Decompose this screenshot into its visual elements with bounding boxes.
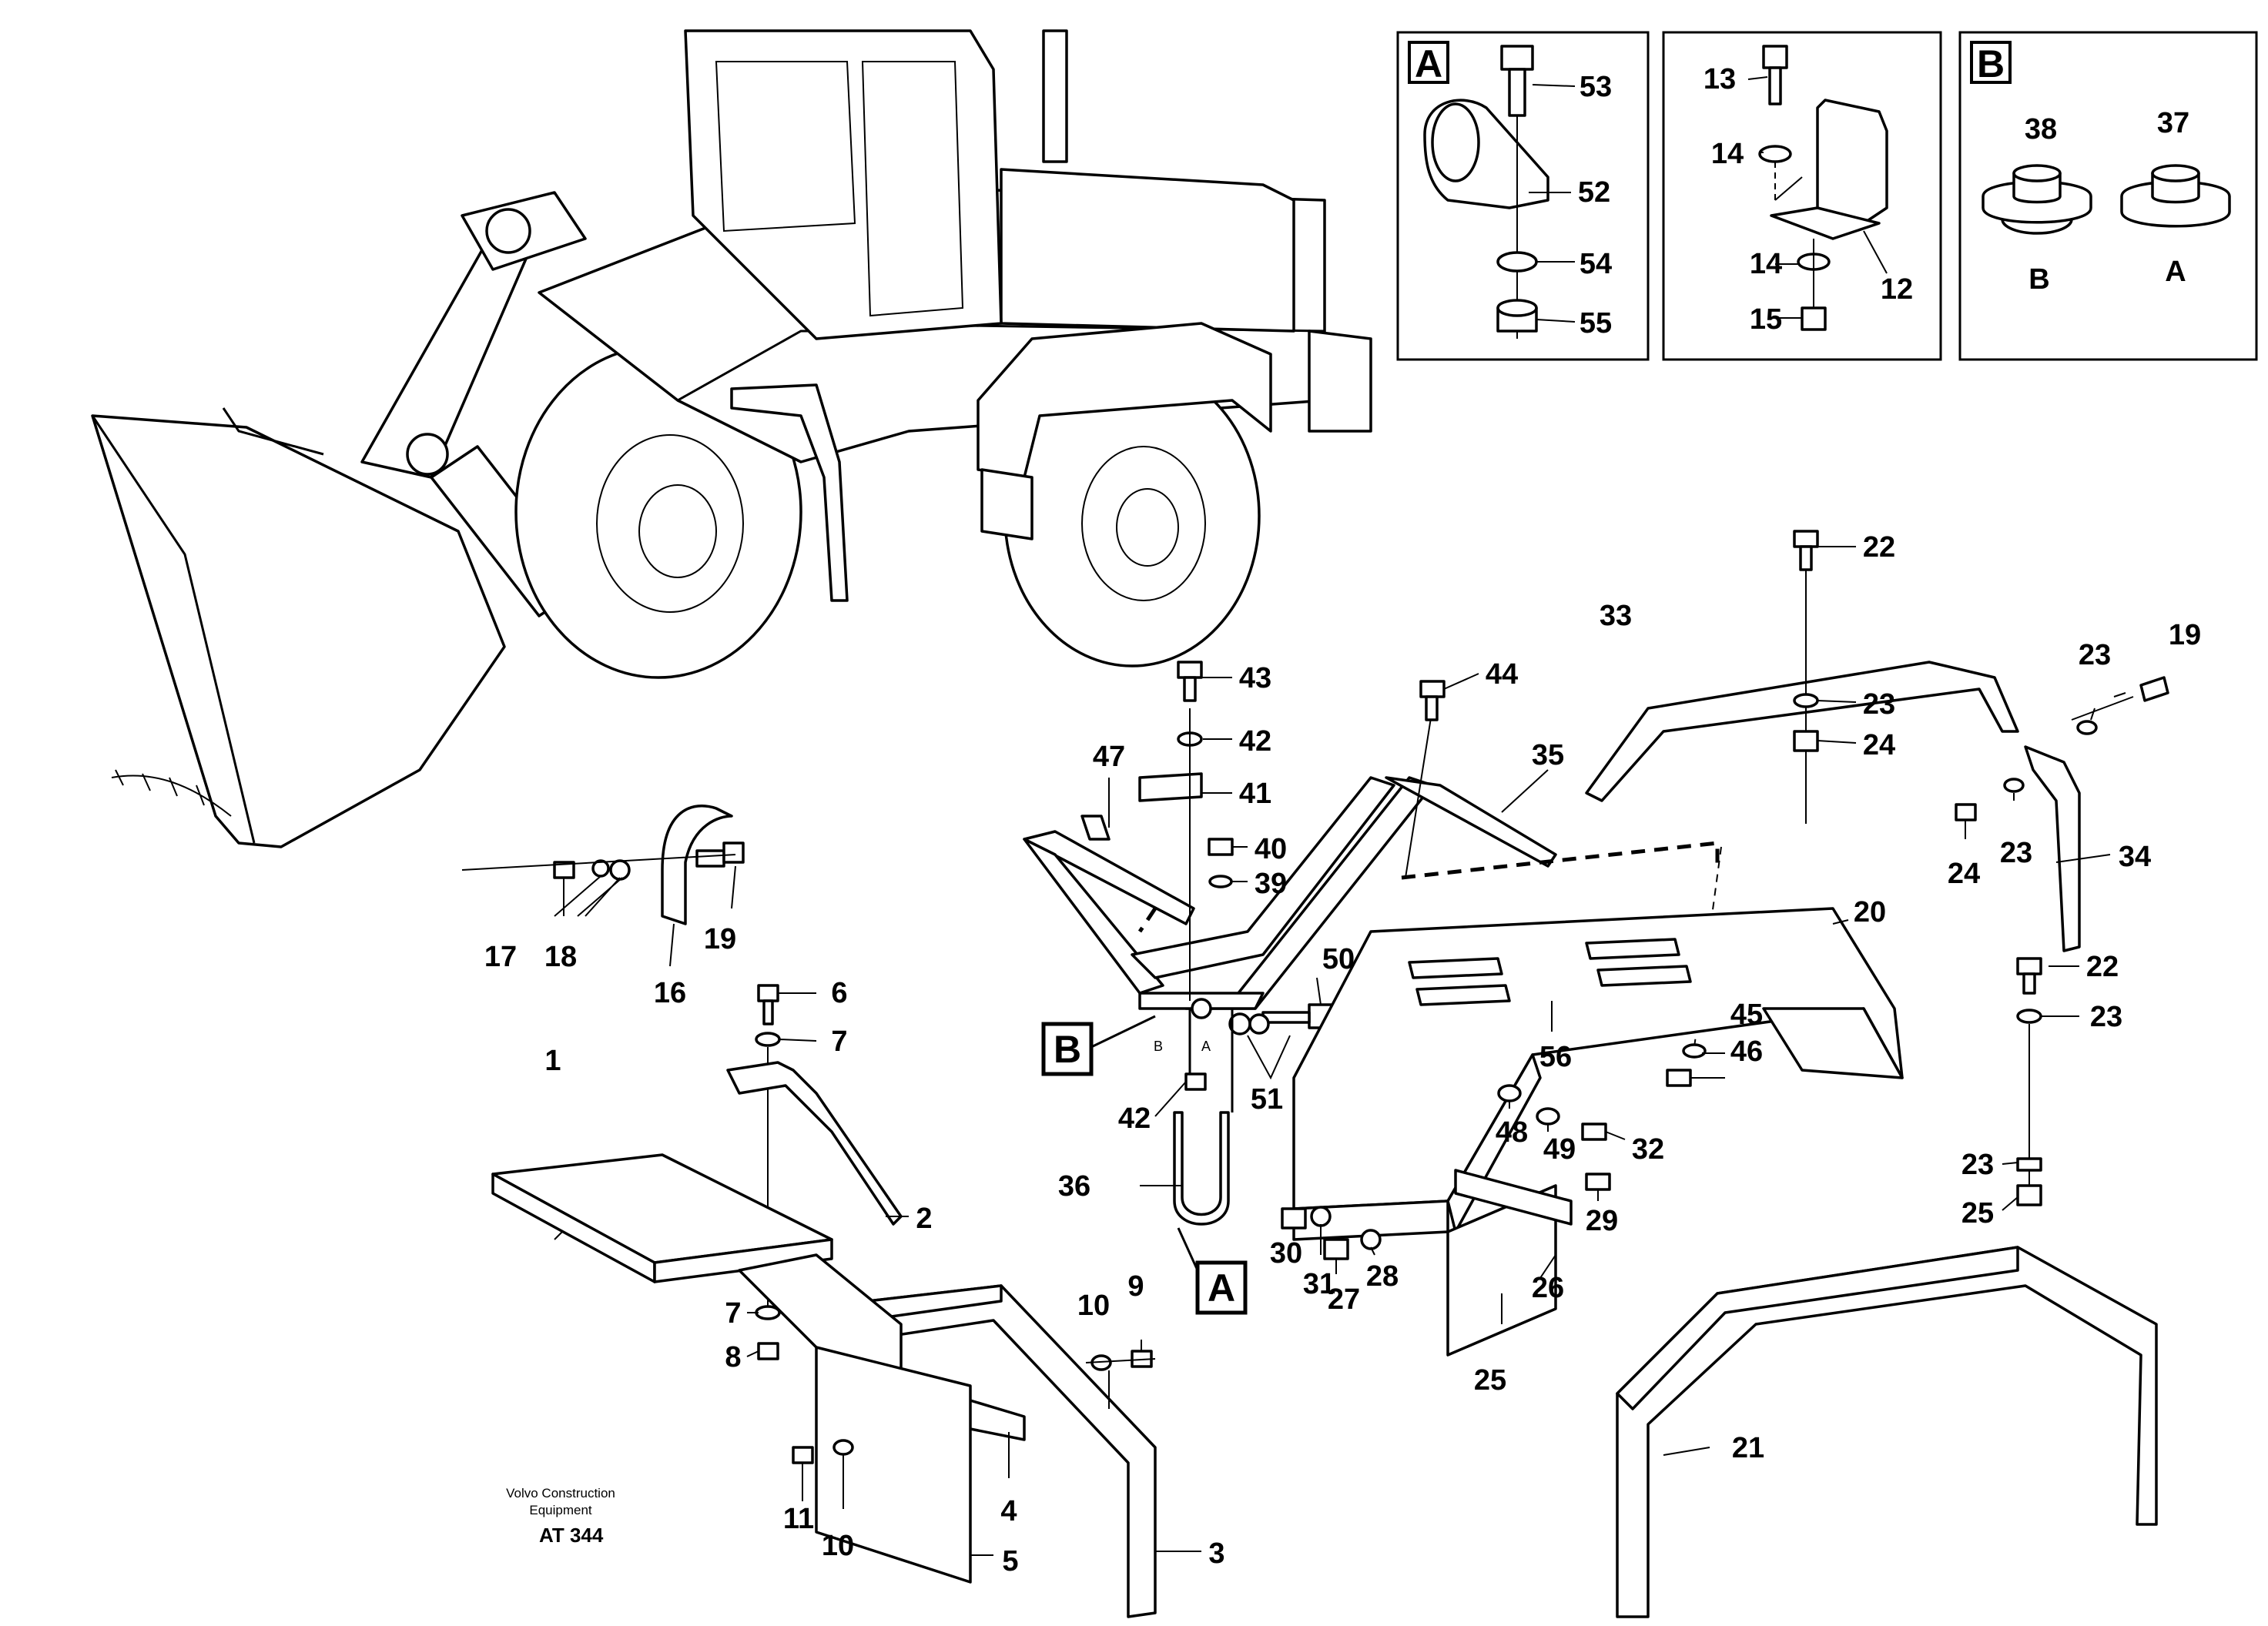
- part-label: 56: [1539, 1041, 1572, 1073]
- inset-b-caption-a: A: [2165, 256, 2186, 288]
- part-label: 18: [544, 941, 577, 973]
- part-label: 50: [1322, 943, 1355, 975]
- leader-lines: [554, 76, 2126, 1556]
- bracket-side-b: B: [1154, 1039, 1163, 1054]
- part-label: 41: [1239, 778, 1271, 810]
- callout-box-a: A: [1177, 1227, 1248, 1315]
- part-label: 25: [1474, 1364, 1506, 1397]
- part-label: 37: [2157, 107, 2189, 139]
- part-label: 46: [1730, 1035, 1763, 1068]
- rear-fender-frame: [1023, 661, 1722, 1226]
- part-label: 24: [1948, 858, 1980, 890]
- part-label: 3: [1208, 1537, 1224, 1570]
- part-label: 39: [1255, 868, 1287, 900]
- part-label: 23: [2079, 639, 2111, 671]
- part-label: 36: [1058, 1170, 1090, 1203]
- part-label: 22: [2086, 951, 2119, 983]
- part-label: 54: [1580, 248, 1612, 280]
- part-label: 7: [725, 1297, 741, 1330]
- credit-line-1: Volvo Construction: [506, 1486, 615, 1501]
- part-label: 24: [1863, 729, 1895, 761]
- inset-b-caption-b: B: [2028, 263, 2049, 296]
- part-label: 6: [831, 977, 847, 1009]
- part-label: 47: [1093, 741, 1125, 773]
- inset-box-a: A: [1396, 31, 1650, 361]
- part-label: 5: [1002, 1545, 1018, 1577]
- part-label: 42: [1239, 725, 1271, 758]
- part-label: 52: [1578, 176, 1610, 209]
- part-label: 31: [1303, 1268, 1335, 1300]
- part-label: 27: [1328, 1283, 1360, 1316]
- part-label: 15: [1750, 303, 1782, 336]
- wheel-loader-illustration: [91, 29, 1372, 848]
- part-label: 22: [1863, 531, 1895, 564]
- part-label: 40: [1255, 833, 1287, 865]
- bracket-side-a: A: [1201, 1039, 1211, 1054]
- part-label: 14: [1711, 138, 1744, 170]
- part-label: 49: [1543, 1133, 1576, 1166]
- part-label: 8: [725, 1341, 741, 1373]
- part-label: 19: [2169, 619, 2201, 651]
- part-label: 30: [1270, 1237, 1302, 1270]
- rear-fender-body: [1281, 530, 2169, 1618]
- part-label: 23: [1863, 688, 1895, 721]
- part-label: 25: [1961, 1197, 1994, 1230]
- part-label: 23: [1961, 1149, 1994, 1181]
- part-label: 44: [1486, 658, 1518, 691]
- part-label: 17: [484, 941, 517, 973]
- part-label: 12: [1881, 273, 1913, 306]
- part-label: 14: [1750, 248, 1782, 280]
- part-label: 23: [2000, 837, 2032, 869]
- part-label: 19: [704, 923, 736, 955]
- front-fender-assembly: [461, 805, 1157, 1618]
- part-label: 9: [1127, 1270, 1144, 1303]
- callout-b-label: B: [1054, 1028, 1081, 1071]
- publisher-credit: Volvo Construction Equipment AT 344: [506, 1486, 615, 1547]
- part-label: 10: [822, 1530, 854, 1562]
- part-label: 1: [544, 1045, 561, 1077]
- part-number-labels: 53 52 54 55 13 14 14 15 12 38 37 22 23 2…: [484, 63, 2201, 1577]
- part-label: 13: [1704, 63, 1736, 95]
- part-label: 53: [1580, 71, 1612, 103]
- part-label: 55: [1580, 307, 1612, 340]
- part-label: 20: [1854, 896, 1886, 928]
- part-label: 28: [1366, 1260, 1399, 1293]
- part-label: 38: [2025, 113, 2057, 146]
- part-label: 23: [2090, 1001, 2122, 1033]
- part-label: 33: [1600, 600, 1632, 632]
- callout-a-label: A: [1208, 1266, 1235, 1310]
- part-label: 2: [916, 1203, 932, 1235]
- part-label: 7: [831, 1025, 847, 1058]
- part-label: 4: [1000, 1495, 1017, 1527]
- drawing-code: AT 344: [539, 1524, 604, 1547]
- part-label: 48: [1496, 1116, 1528, 1149]
- part-label: 16: [654, 977, 686, 1009]
- part-label: 35: [1532, 739, 1564, 771]
- credit-line-2: Equipment: [529, 1503, 592, 1517]
- part-label: 32: [1632, 1133, 1664, 1166]
- part-label: 29: [1586, 1205, 1618, 1237]
- part-label: 26: [1532, 1272, 1564, 1304]
- part-label: 34: [2119, 841, 2151, 873]
- inset-a-tag: A: [1415, 42, 1442, 85]
- part-label: 43: [1239, 662, 1271, 694]
- part-label: 10: [1077, 1290, 1110, 1322]
- part-label: 51: [1251, 1083, 1283, 1116]
- inset-box-b: B B A: [1958, 31, 2258, 361]
- part-label: 42: [1118, 1102, 1151, 1135]
- inset-bracket-12: [1662, 31, 1942, 361]
- part-label: 11: [783, 1503, 814, 1535]
- callout-box-b: B: [1041, 1015, 1156, 1076]
- part-label: 45: [1730, 999, 1763, 1031]
- inset-b-tag: B: [1977, 42, 2005, 85]
- part-label: 21: [1732, 1432, 1764, 1464]
